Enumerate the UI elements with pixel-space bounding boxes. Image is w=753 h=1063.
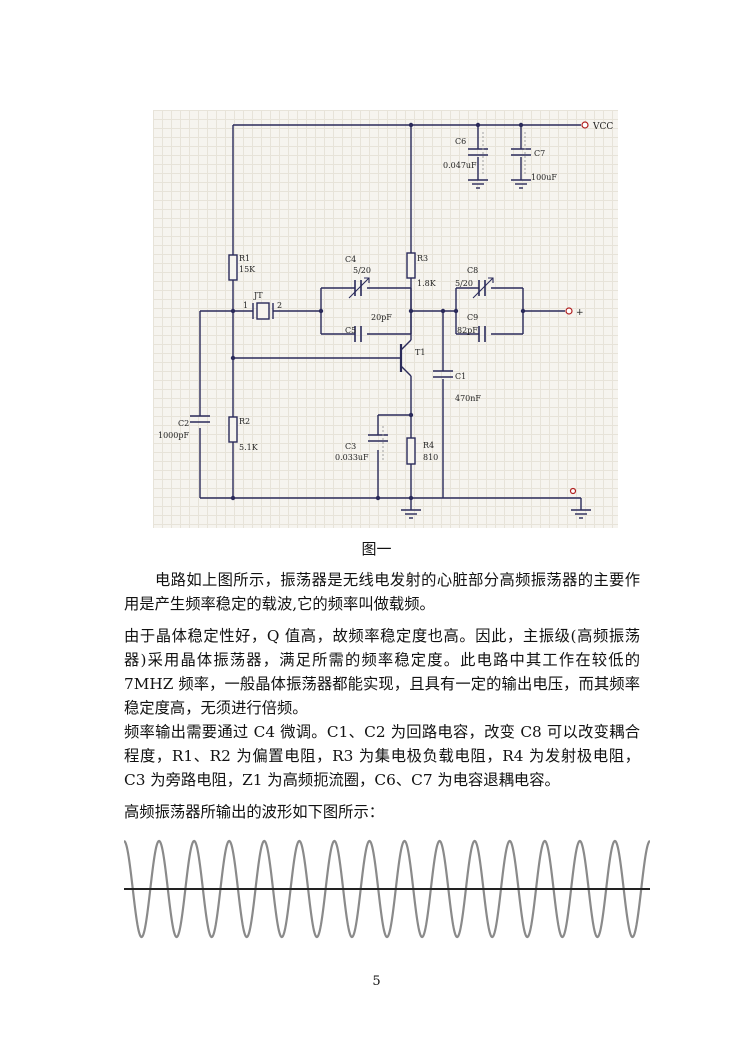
page-number: 5 [372, 974, 381, 989]
paragraph-crystal: 由于晶体稳定性好，Q 值高，故频率稳定度也高。因此，主振级(高频振荡器)采用晶体… [124, 627, 640, 717]
c5-value: 20pF [371, 313, 392, 322]
c5-name: C5 [345, 326, 356, 335]
c6-name: C6 [455, 137, 466, 146]
c4-value: 5/20 [353, 266, 371, 275]
c9-name: C9 [467, 313, 478, 322]
c9-value: 82pF [457, 326, 478, 335]
output-label: + [576, 308, 584, 318]
sine-wave-line [124, 839, 650, 939]
paragraph-waveform-intro: 高频振荡器所输出的波形如下图所示： [124, 803, 385, 821]
r3-value: 1.8K [417, 279, 437, 288]
c1-name: C1 [455, 372, 466, 381]
r1-value: 15K [239, 265, 256, 274]
r3-resistor [406, 252, 416, 279]
c3-value: 0.033uF [335, 453, 369, 462]
c8-value: 5/20 [455, 279, 473, 288]
c8-name: C8 [467, 266, 478, 275]
t1-name: T1 [415, 348, 425, 357]
r4-name: R4 [423, 441, 434, 450]
c6-value: 0.047uF [443, 161, 477, 170]
c4-name: C4 [345, 255, 356, 264]
paragraph-intro: 电路如上图所示，振荡器是无线电发射的心脏部分高频振荡器的主要作用是产生频率稳定的… [124, 571, 640, 613]
r4-value: 810 [423, 453, 438, 462]
c3-name: C3 [345, 442, 356, 451]
r2-resistor [228, 416, 238, 443]
r3-name: R3 [417, 254, 428, 263]
waveform-svg [124, 839, 650, 939]
r4-resistor [406, 437, 416, 465]
jt-pin2: 2 [277, 301, 282, 310]
waveform-figure [124, 832, 650, 944]
c1-value: 470nF [455, 394, 481, 403]
c2-name: C2 [178, 419, 189, 428]
jt-pin1: 1 [243, 301, 248, 310]
paragraph-components: 频率输出需要通过 C4 微调。C1、C2 为回路电容，改变 C8 可以改变耦合程… [124, 723, 640, 789]
r1-resistor [228, 254, 238, 281]
figure-caption: 图一 [361, 540, 392, 558]
schematic-svg: VCC + R1 15K R2 5.1K R3 1.8K R4 810 C1 4… [158, 121, 613, 519]
vcc-label: VCC [592, 122, 613, 132]
circuit-schematic: VCC + R1 15K R2 5.1K R3 1.8K R4 810 C1 4… [153, 110, 618, 528]
c7-value: 100uF [531, 173, 557, 182]
r2-name: R2 [239, 417, 250, 426]
c2-value: 1000pF [158, 431, 189, 440]
r2-value: 5.1K [239, 443, 259, 452]
jt-name: JT [253, 291, 263, 300]
r1-name: R1 [239, 254, 250, 263]
c7-name: C7 [534, 149, 545, 158]
